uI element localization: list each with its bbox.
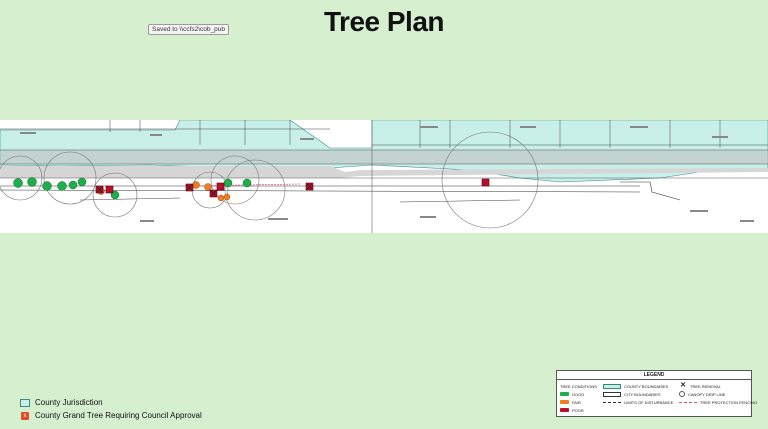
- poor-swatch: [560, 408, 569, 412]
- key-jurisdiction: County Jurisdiction: [20, 396, 202, 409]
- key-grand-tree: x County Grand Tree Requiring Council Ap…: [20, 409, 202, 422]
- road-band: [0, 150, 768, 164]
- legend-good: GOOD: [572, 391, 585, 397]
- legend-removal: TREE REMOVAL: [690, 383, 722, 389]
- legend-disturbance: LIMITS OF DISTURBANCE: [624, 399, 674, 405]
- legend-tree-conditions: TREE CONDITIONS GOOD FAIR POOR: [560, 382, 597, 414]
- jurisdiction-swatch: [20, 398, 30, 407]
- good-swatch: [560, 392, 569, 396]
- legend-canopy: CANOPY DRIP LINE: [688, 391, 726, 397]
- saved-location-tooltip: Saved to \\ccfs2\cob_pub: [148, 24, 229, 35]
- city-boundary-swatch: [603, 391, 621, 397]
- county-boundary-swatch: [603, 383, 621, 389]
- plan-svg: [0, 120, 768, 233]
- page-title: Tree Plan: [323, 6, 445, 37]
- legend-city: CITY BOUNDARIES: [624, 391, 661, 397]
- road-median: [0, 166, 768, 178]
- legend-title: LEGEND: [557, 371, 751, 380]
- legend-fencing: TREE PROTECTION FENCING: [700, 399, 758, 405]
- protection-fencing-swatch: [679, 401, 697, 403]
- map-key: County Jurisdiction x County Grand Tree …: [20, 396, 202, 422]
- fair-swatch: [560, 400, 569, 404]
- legend-poor: POOR: [572, 407, 584, 413]
- key-grand-tree-label: County Grand Tree Requiring Council Appr…: [35, 411, 202, 420]
- legend-symbols: ✕ TREE REMOVAL CANOPY DRIP LINE TREE PROT…: [679, 382, 757, 406]
- legend-tree-conditions-label: TREE CONDITIONS: [560, 383, 597, 389]
- legend-county: COUNTY BOUNDARIES: [624, 383, 669, 389]
- tree-plan-drawing: [0, 120, 768, 233]
- disturbance-line-swatch: [603, 401, 621, 403]
- grand-tree-swatch: x: [21, 411, 29, 420]
- legend-boundaries: COUNTY BOUNDARIES CITY BOUNDARIES LIMITS…: [603, 382, 673, 406]
- legend-fair: FAIR: [572, 399, 581, 405]
- plan-legend: LEGEND TREE CONDITIONS GOOD FAIR POOR CO…: [556, 370, 757, 417]
- tree-removal-icon: ✕: [680, 382, 686, 389]
- canopy-drip-line-icon: [679, 391, 685, 397]
- key-jurisdiction-label: County Jurisdiction: [35, 398, 103, 407]
